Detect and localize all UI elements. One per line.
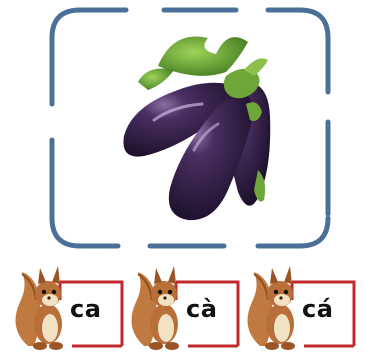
choice-label: ca	[70, 295, 102, 323]
eggplant-icon	[123, 36, 271, 221]
choice-label: cà	[186, 295, 218, 323]
choice-ca-acute[interactable]: cá	[244, 262, 356, 354]
choice-ca-grave[interactable]: cà	[128, 262, 240, 354]
squirrel-icon	[247, 266, 295, 350]
picture-frame	[49, 7, 331, 249]
squirrel-icon	[15, 266, 63, 350]
choice-ca[interactable]: ca	[12, 262, 124, 354]
squirrel-icon	[131, 266, 179, 350]
choice-label: cá	[302, 295, 334, 323]
